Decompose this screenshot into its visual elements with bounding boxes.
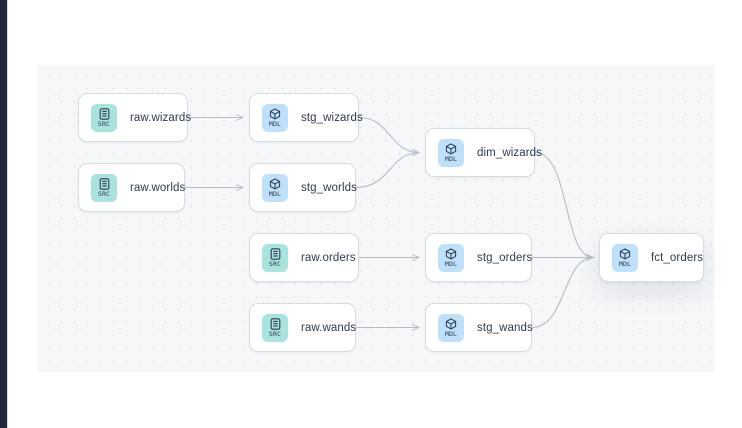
node-label: stg_orders <box>477 251 533 264</box>
node-label: fct_orders <box>651 251 704 264</box>
database-icon <box>270 318 281 330</box>
node-label: stg_wizards <box>301 111 363 124</box>
node-type-badge-mdl: MDL <box>438 243 464 272</box>
node-type-badge-label: SRC <box>268 329 282 338</box>
graph-node-raw_wands[interactable]: SRC raw.wands <box>249 303 356 352</box>
node-type-badge-mdl: MDL <box>612 243 638 272</box>
node-type-badge-label: SRC <box>97 119 111 128</box>
cube-icon <box>445 248 457 260</box>
node-label: raw.worlds <box>130 181 186 194</box>
graph-node-dim_wizards[interactable]: MDL dim_wizards <box>425 128 542 177</box>
node-type-badge-mdl: MDL <box>262 173 288 202</box>
graph-node-raw_wizards[interactable]: SRC raw.wizards <box>78 93 192 142</box>
node-type-badge-src: SRC <box>262 243 288 272</box>
node-type-badge-mdl: MDL <box>438 313 464 342</box>
node-type-badge-mdl: MDL <box>438 138 464 167</box>
database-icon <box>99 108 110 120</box>
node-label: dim_wizards <box>477 146 543 159</box>
node-label: raw.wizards <box>130 111 192 124</box>
left-nav-rail[interactable] <box>0 0 7 428</box>
node-type-badge-label: SRC <box>97 189 111 198</box>
node-label: raw.wands <box>301 321 357 334</box>
node-type-badge-label: MDL <box>618 259 632 268</box>
cube-icon <box>445 318 457 330</box>
node-label: raw.orders <box>301 251 356 264</box>
graph-node-fct_orders[interactable]: MDL fct_orders <box>599 233 704 282</box>
cube-icon <box>445 143 457 155</box>
node-type-badge-label: SRC <box>268 259 282 268</box>
cube-icon <box>269 108 281 120</box>
node-type-badge-label: MDL <box>444 259 458 268</box>
node-label: stg_worlds <box>301 181 357 194</box>
node-type-badge-mdl: MDL <box>262 103 288 132</box>
graph-node-stg_orders[interactable]: MDL stg_orders <box>425 233 532 282</box>
graph-node-stg_worlds[interactable]: MDL stg_worlds <box>249 163 357 212</box>
database-icon <box>99 178 110 190</box>
node-type-badge-label: MDL <box>444 154 458 163</box>
graph-node-stg_wands[interactable]: MDL stg_wands <box>425 303 533 352</box>
node-type-badge-label: MDL <box>268 119 282 128</box>
node-type-badge-label: MDL <box>268 189 282 198</box>
node-label: stg_wands <box>477 321 533 334</box>
node-type-badge-src: SRC <box>91 173 117 202</box>
cube-icon <box>619 248 631 260</box>
cube-icon <box>269 178 281 190</box>
graph-node-raw_worlds[interactable]: SRC raw.worlds <box>78 163 185 212</box>
node-type-badge-src: SRC <box>91 103 117 132</box>
node-type-badge-label: MDL <box>444 329 458 338</box>
node-type-badge-src: SRC <box>262 313 288 342</box>
database-icon <box>270 248 281 260</box>
left-rail-divider <box>7 0 8 428</box>
graph-node-stg_wizards[interactable]: MDL stg_wizards <box>249 93 363 142</box>
graph-node-raw_orders[interactable]: SRC raw.orders <box>249 233 359 282</box>
